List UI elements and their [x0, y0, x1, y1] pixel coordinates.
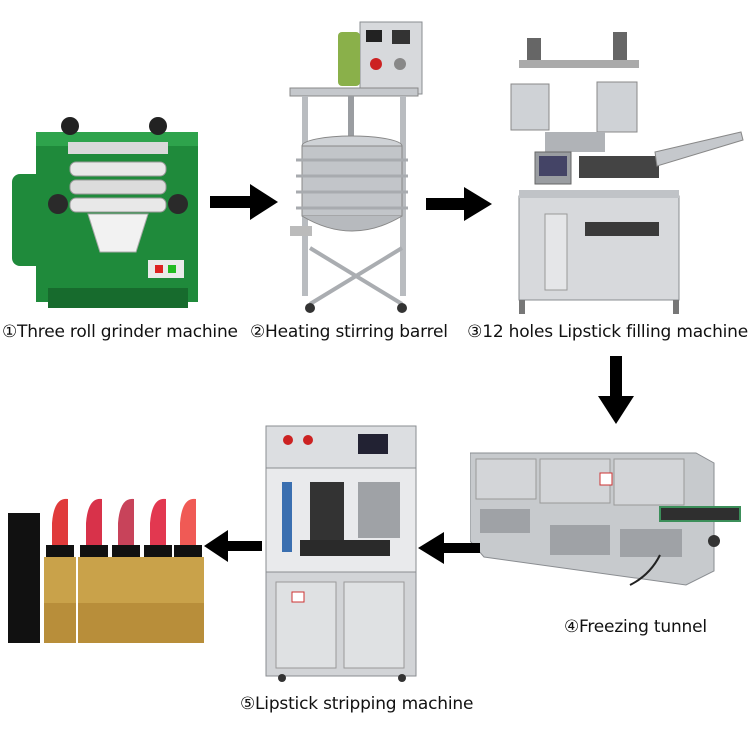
arrow-left-1: [418, 532, 480, 564]
arrow-right-1: [210, 184, 280, 220]
step-4-label: ④Freezing tunnel: [564, 617, 707, 637]
heating-stirring-barrel-icon: [280, 20, 430, 320]
step-1-label: ①Three roll grinder machine: [2, 322, 238, 342]
step-3-label: ③12 holes Lipstick filling machine: [467, 322, 748, 342]
arrow-left-2: [204, 530, 262, 562]
step-5-label: ⑤Lipstick stripping machine: [240, 694, 473, 714]
lipstick-row-icon: [8, 495, 208, 647]
freezing-tunnel-icon: [470, 445, 750, 605]
lipstick-filling-machine-icon: [505, 28, 745, 320]
arrow-right-2: [426, 187, 494, 221]
three-roll-grinder-icon: [8, 112, 203, 312]
lipstick-stripping-machine-icon: [262, 422, 420, 684]
step-2-label: ②Heating stirring barrel: [250, 322, 448, 342]
arrow-down: [598, 356, 634, 426]
